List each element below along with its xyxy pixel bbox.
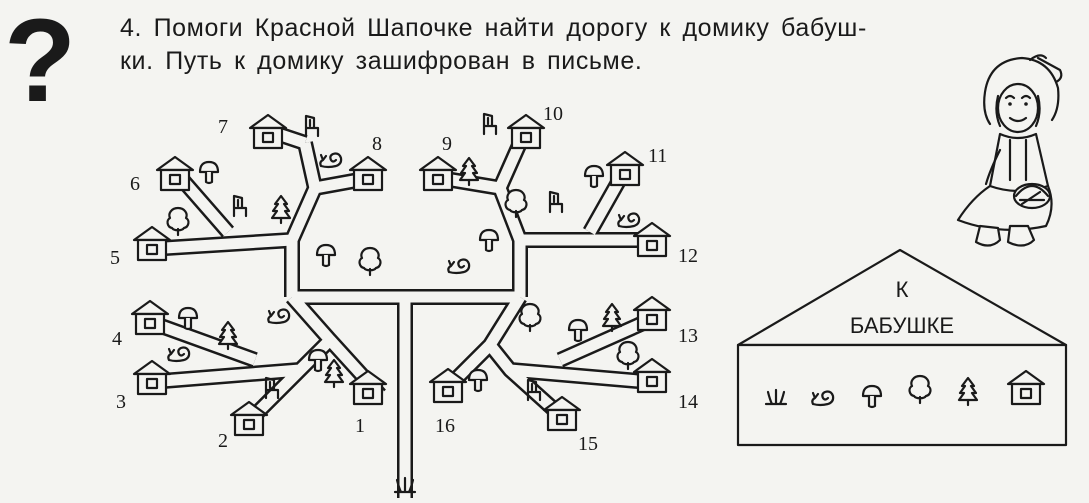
fir-tree-icon (270, 194, 292, 225)
bush-icon (518, 302, 542, 333)
house-16: 16 (428, 367, 468, 437)
road-network (147, 122, 654, 498)
letter-envelope: К БАБУШКЕ (736, 248, 1068, 447)
house-number: 16 (435, 415, 455, 437)
house-10: 10 (506, 103, 563, 150)
house-number: 15 (578, 433, 598, 455)
mushroom-icon (478, 228, 500, 253)
fir-tree-icon (217, 320, 239, 351)
house-9: 9 (418, 133, 458, 192)
house-13: 13 (632, 295, 698, 347)
snail-icon (267, 308, 291, 325)
chair-icon (304, 114, 320, 138)
letter-grandma-label: БАБУШКЕ (850, 313, 954, 338)
house-number: 4 (112, 328, 122, 350)
snail-icon (319, 152, 343, 169)
snail-icon (447, 258, 471, 275)
house-4: 4 (112, 299, 170, 350)
house-number: 13 (678, 325, 698, 347)
house-5: 5 (110, 225, 172, 269)
house-number: 2 (218, 430, 228, 452)
house-number: 6 (130, 173, 140, 195)
house-number: 14 (678, 391, 698, 413)
house-3: 3 (116, 359, 172, 413)
fir-tree-icon (458, 156, 480, 187)
task-line-1: 4. Помоги Красной Шапочке найти дорогу к… (120, 14, 867, 42)
mushroom-icon (467, 368, 489, 393)
house-number: 5 (110, 247, 120, 269)
fir-tree-icon (601, 302, 623, 333)
task-line-2: ки. Путь к домику зашифрован в письме. (120, 47, 643, 75)
mushroom-icon (583, 164, 605, 189)
house-8: 8 (348, 133, 388, 192)
house-1: 1 (348, 369, 388, 437)
house-7: 7 (218, 113, 288, 150)
house-number: 9 (442, 133, 452, 155)
house-12: 12 (632, 221, 698, 267)
house-6: 6 (130, 155, 195, 195)
house-number: 3 (116, 391, 126, 413)
snail-icon (617, 212, 641, 229)
mushroom-icon (315, 243, 337, 268)
house-number: 8 (372, 133, 382, 155)
house-number: 7 (218, 116, 228, 138)
mushroom-icon (567, 318, 589, 343)
chair-icon (548, 190, 564, 214)
house-14: 14 (632, 357, 698, 413)
house-11: 11 (605, 145, 667, 187)
bush-icon (616, 340, 640, 371)
chair-icon (482, 112, 498, 136)
house-number: 11 (648, 145, 667, 167)
house-number: 10 (543, 103, 563, 125)
task-text: 4. Помоги Красной Шапочке найти дорогу к… (120, 12, 1080, 78)
house-2: 2 (218, 400, 269, 452)
fir-tree-icon (323, 358, 345, 389)
question-mark-icon: ? (4, 0, 77, 127)
snail-icon (167, 346, 191, 363)
bush-icon (166, 206, 190, 237)
house-number: 12 (678, 245, 698, 267)
house-number: 1 (355, 415, 365, 437)
house-15: 15 (542, 395, 598, 455)
mushroom-icon (198, 160, 220, 185)
bush-icon (358, 246, 382, 277)
red-riding-hood-figure (956, 54, 1063, 247)
chair-icon (232, 194, 248, 218)
letter-to-label: К (896, 277, 909, 302)
